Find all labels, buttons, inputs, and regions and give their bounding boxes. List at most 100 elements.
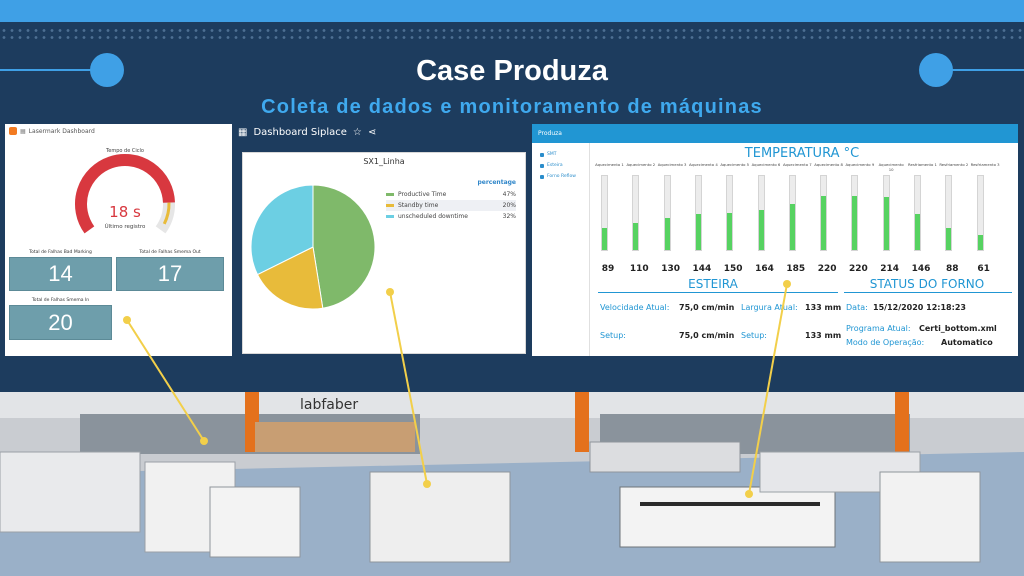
sidebar-item-esteira[interactable]: Esteira bbox=[532, 160, 589, 171]
temperature-tube bbox=[726, 175, 734, 251]
legend-name: Standby time bbox=[398, 202, 439, 209]
modo-label: Modo de Operação: bbox=[846, 338, 925, 347]
factory-pillar bbox=[575, 392, 589, 452]
temperature-value: 146 bbox=[911, 264, 931, 274]
temperature-value: 89 bbox=[601, 264, 615, 274]
oven-stripe bbox=[640, 502, 820, 506]
temperature-value: 150 bbox=[723, 264, 743, 274]
machine-rack bbox=[589, 441, 741, 473]
gauge-fill bbox=[75, 154, 175, 234]
esteira-title: ESTEIRA bbox=[688, 277, 738, 291]
temperature-fill bbox=[821, 195, 827, 250]
temperature-fill bbox=[727, 213, 733, 250]
gauge-value: 18 s bbox=[109, 203, 141, 221]
zone-label: Resfriamento 3 bbox=[970, 162, 1000, 167]
sidebar-item-forno-reflow[interactable]: Forno Reflow bbox=[532, 171, 589, 182]
modo-value: Automatico bbox=[941, 338, 993, 347]
stat-label: Total de Falhas Bad Marking bbox=[29, 250, 92, 255]
siplace-header: ▦ Dashboard Siplace ☆ ⋖ bbox=[238, 124, 376, 140]
conveyor-icon bbox=[540, 163, 544, 168]
temperature-fill bbox=[946, 228, 952, 250]
dashboard-grid-icon: ▦ bbox=[20, 127, 26, 135]
zone-label: Aquecimento 6 bbox=[751, 162, 781, 167]
temperature-title: TEMPERATURA °C bbox=[744, 146, 860, 161]
stat-value: 17 bbox=[157, 261, 183, 286]
pie-slice-standby-time[interactable] bbox=[256, 246, 324, 310]
legend-value: 20% bbox=[502, 202, 516, 209]
temperature-fill bbox=[602, 228, 607, 250]
oven-icon bbox=[540, 174, 544, 179]
pie-slice-productive-time[interactable] bbox=[312, 184, 376, 309]
temperature-tube bbox=[820, 175, 828, 251]
legend-swatch bbox=[386, 204, 394, 207]
legend-item[interactable]: Productive Time 47% bbox=[386, 189, 516, 200]
gauge-label: Tempo de Ciclo bbox=[106, 148, 144, 154]
gauge-arc bbox=[75, 154, 175, 234]
labfaber-sign: labfaber bbox=[300, 397, 358, 413]
zone-label: Aquecimento 3 bbox=[657, 162, 687, 167]
velocidade-value: 75,0 cm/min bbox=[679, 303, 735, 312]
setup-label: Setup: bbox=[600, 331, 626, 340]
pointer-dot bbox=[783, 280, 791, 288]
gauge-threshold bbox=[162, 202, 171, 225]
temperature-tube bbox=[788, 175, 796, 251]
temperature-tube bbox=[632, 175, 640, 251]
velocidade-label: Velocidade Atual: bbox=[600, 303, 670, 312]
legend-item[interactable]: Standby time 20% bbox=[386, 200, 516, 211]
machine-siplace bbox=[369, 471, 511, 563]
sidebar-item-smt[interactable]: SMT bbox=[532, 149, 589, 160]
lasermark-title: Lasermark Dashboard bbox=[28, 127, 95, 135]
sidebar-item-label: Forno Reflow bbox=[547, 174, 576, 179]
produza-dashboard-panel: Produza SMT Esteira Forno Reflow TEMPERA… bbox=[532, 124, 1018, 356]
programa-value: Certi_bottom.xml bbox=[919, 324, 997, 333]
temperature-column: Aquecimento 1 89 bbox=[594, 162, 625, 274]
legend-value: 32% bbox=[502, 213, 516, 220]
setup-value: 75,0 cm/min bbox=[679, 331, 735, 340]
cycle-time-gauge: Tempo de Ciclo 18 s Último registro bbox=[65, 144, 185, 244]
zone-label: Aquecimento 2 bbox=[626, 162, 656, 167]
pointer-dot bbox=[386, 288, 394, 296]
temperature-value: 61 bbox=[977, 264, 990, 274]
zone-label: Aquecimento 7 bbox=[782, 162, 812, 167]
temperature-value: 220 bbox=[817, 264, 837, 274]
temperature-tube bbox=[882, 175, 890, 251]
machine-inspection bbox=[879, 471, 981, 563]
forno-divider bbox=[844, 292, 1012, 293]
factory-floor-illustration: labfaber bbox=[0, 392, 1024, 576]
share-icon[interactable]: ⋖ bbox=[367, 126, 377, 138]
temperature-fill bbox=[633, 222, 639, 250]
header-line-right bbox=[925, 69, 1024, 71]
temperature-tube bbox=[976, 175, 984, 251]
stat-smema-in: Total de Falhas Smema In 20 bbox=[9, 298, 112, 340]
temperature-value: 88 bbox=[946, 264, 959, 274]
machine-reflow-oven bbox=[619, 486, 836, 548]
pointer-dot bbox=[423, 480, 431, 488]
temperature-value: 130 bbox=[661, 264, 680, 274]
zone-label: Aquecimento 1 bbox=[595, 162, 624, 167]
stat-bad-marking: Total de Falhas Bad Marking 14 bbox=[9, 250, 112, 291]
produza-app-title: Produza bbox=[538, 130, 562, 137]
dot-pattern bbox=[0, 27, 1024, 41]
header-circle-right bbox=[919, 53, 953, 87]
temperature-tube bbox=[601, 175, 608, 251]
pointer-dot bbox=[123, 316, 131, 324]
factory-counter bbox=[255, 422, 415, 452]
produza-app-bar: Produza bbox=[532, 124, 1018, 143]
star-icon[interactable]: ☆ bbox=[352, 126, 362, 138]
programa-label: Programa Atual: bbox=[846, 324, 911, 333]
temperature-value: 144 bbox=[692, 264, 712, 274]
legend-item[interactable]: unscheduled downtime 32% bbox=[386, 211, 516, 222]
lasermark-header: ▦ Lasermark Dashboard bbox=[5, 124, 232, 138]
sidebar-item-label: SMT bbox=[547, 152, 557, 157]
largura-label: Largura Atual: bbox=[741, 303, 798, 312]
temperature-value: 220 bbox=[848, 264, 868, 274]
legend-swatch bbox=[386, 215, 394, 218]
machine-bench bbox=[0, 451, 141, 533]
pie-slice-unscheduled-downtime[interactable] bbox=[250, 184, 314, 276]
